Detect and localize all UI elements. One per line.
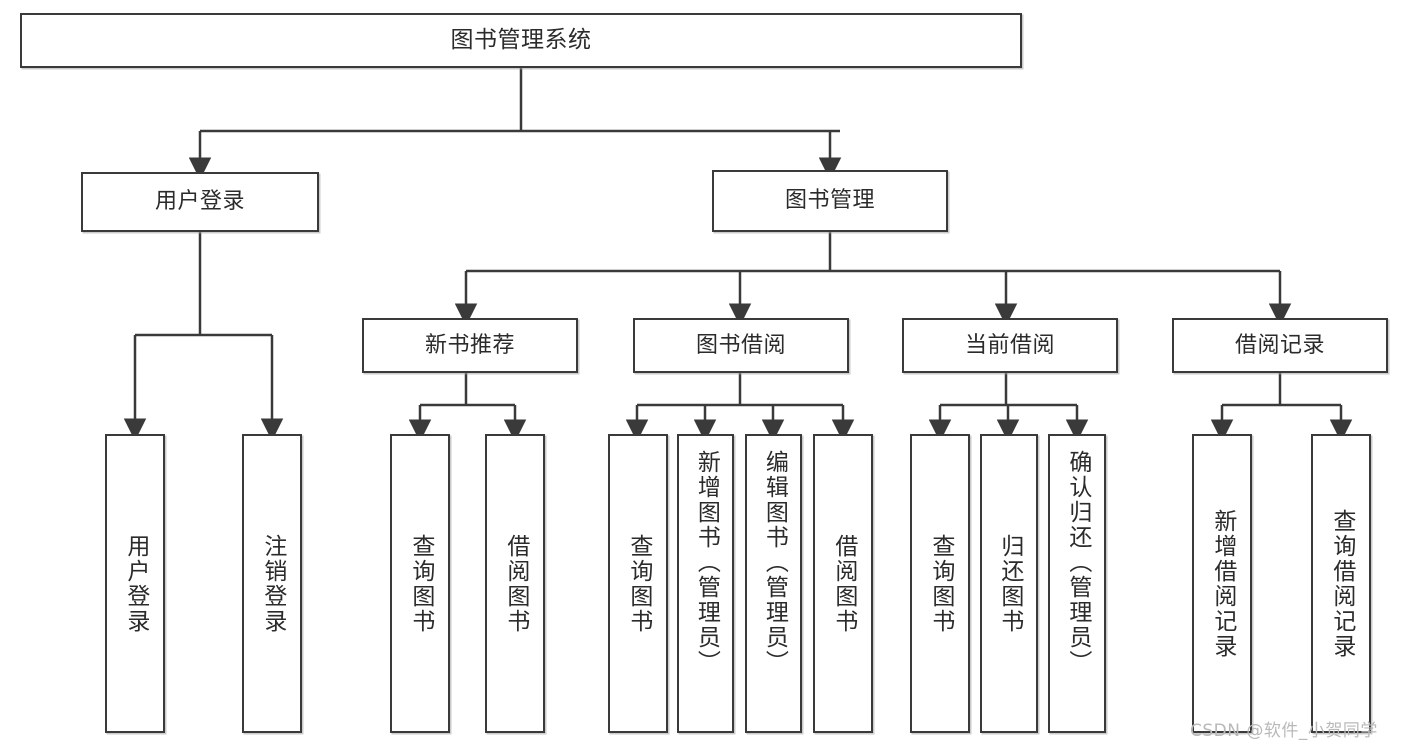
node-user-login[interactable]: 用户登录 xyxy=(81,172,319,232)
leaf-current-borrow-return[interactable]: 归还图书 xyxy=(980,434,1038,733)
leaf-borrow-record-add[interactable]: 新增借阅记录 xyxy=(1192,434,1252,733)
leaf-user-login-logout[interactable]: 注销登录 xyxy=(242,434,302,733)
leaf-book-borrow-borrow[interactable]: 借阅图书 xyxy=(813,434,873,733)
leaf-borrow-record-query[interactable]: 查询借阅记录 xyxy=(1311,434,1371,733)
node-book-borrow[interactable]: 图书借阅 xyxy=(633,318,849,373)
node-current-borrow[interactable]: 当前借阅 xyxy=(902,318,1118,373)
node-borrow-record[interactable]: 借阅记录 xyxy=(1172,318,1388,373)
leaf-label: 新增借阅记录 xyxy=(1209,508,1236,659)
node-current-borrow-label: 当前借阅 xyxy=(964,332,1055,358)
leaf-new-book-query[interactable]: 查询图书 xyxy=(390,434,450,733)
leaf-current-borrow-query[interactable]: 查询图书 xyxy=(910,434,970,733)
leaf-label: 查询图书 xyxy=(927,533,954,634)
node-root[interactable]: 图书管理系统 xyxy=(20,13,1022,68)
leaf-label: 确认归还（管理员） xyxy=(1064,450,1091,675)
leaf-label: 借阅图书 xyxy=(830,533,857,634)
leaf-label: 编辑图书（管理员） xyxy=(761,450,788,675)
node-root-label: 图书管理系统 xyxy=(450,26,592,53)
leaf-new-book-borrow[interactable]: 借阅图书 xyxy=(485,434,545,733)
leaf-label: 查询借阅记录 xyxy=(1328,508,1355,659)
node-book-management-label: 图书管理 xyxy=(784,188,875,214)
leaf-current-borrow-confirm[interactable]: 确认归还（管理员） xyxy=(1048,434,1106,733)
leaf-label: 用户登录 xyxy=(122,533,149,634)
leaf-label: 查询图书 xyxy=(407,533,434,634)
node-new-book-recommend-label: 新书推荐 xyxy=(424,332,515,358)
node-book-management[interactable]: 图书管理 xyxy=(712,170,948,232)
leaf-label: 新增图书（管理员） xyxy=(693,450,720,675)
leaf-book-borrow-add[interactable]: 新增图书（管理员） xyxy=(677,434,734,733)
node-user-login-label: 用户登录 xyxy=(154,189,245,215)
leaf-book-borrow-edit[interactable]: 编辑图书（管理员） xyxy=(745,434,802,733)
node-new-book-recommend[interactable]: 新书推荐 xyxy=(362,318,578,373)
leaf-label: 注销登录 xyxy=(259,533,286,634)
node-borrow-record-label: 借阅记录 xyxy=(1234,332,1325,358)
leaf-book-borrow-query[interactable]: 查询图书 xyxy=(608,434,668,733)
leaf-label: 归还图书 xyxy=(996,533,1023,634)
csdn-watermark: CSDN @软件_小贺同学 xyxy=(1190,721,1378,741)
leaf-label: 查询图书 xyxy=(625,533,652,634)
leaf-label: 借阅图书 xyxy=(502,533,529,634)
node-book-borrow-label: 图书借阅 xyxy=(695,332,786,358)
leaf-user-login-login[interactable]: 用户登录 xyxy=(105,434,165,733)
